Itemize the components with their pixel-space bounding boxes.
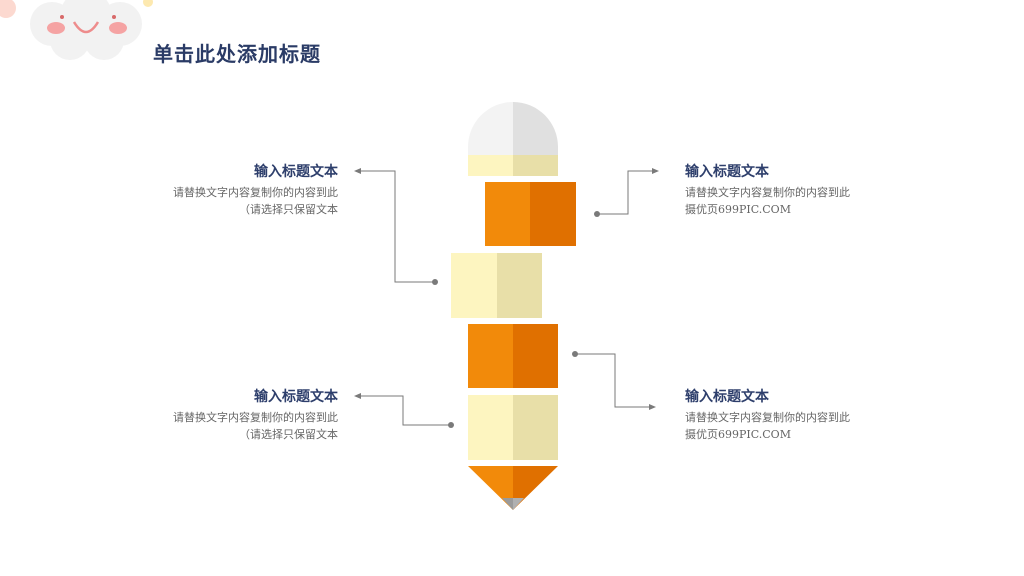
connector-bottom-left <box>358 395 451 426</box>
block-line-2: 摄优页699PIC.COM <box>685 428 791 441</box>
block-line-1: 请替换文字内容复制你的内容到此 <box>173 411 338 424</box>
connector-bottom-right <box>575 353 652 408</box>
pencil-segment-4 <box>468 395 513 460</box>
pencil-segment-1 <box>485 182 530 246</box>
text-block-bottom-right[interactable]: 输入标题文本 请替换文字内容复制你的内容到此 摄优页699PIC.COM <box>685 388 865 443</box>
block-line-1: 请替换文字内容复制你的内容到此 <box>173 186 338 199</box>
block-heading: 输入标题文本 <box>254 164 338 180</box>
block-line-2: （请选择只保留文本 <box>239 203 338 216</box>
block-heading: 输入标题文本 <box>685 389 769 405</box>
pencil-segment-2 <box>451 253 497 318</box>
block-line-1: 请替换文字内容复制你的内容到此 <box>685 411 850 424</box>
pencil-lead <box>502 498 513 510</box>
block-line-2: （请选择只保留文本 <box>239 428 338 441</box>
block-line-2: 摄优页699PIC.COM <box>685 203 791 216</box>
connector-top-left <box>358 170 435 283</box>
pencil-segment-3 <box>468 324 513 388</box>
cloud-cheek-right <box>109 22 127 34</box>
block-heading: 输入标题文本 <box>685 164 769 180</box>
connector-top-right <box>597 170 655 215</box>
page-title[interactable]: 单击此处添加标题 <box>153 42 321 66</box>
cloud-cheek-left <box>47 22 65 34</box>
pencil-tip <box>468 466 513 510</box>
text-block-bottom-left[interactable]: 输入标题文本 请替换文字内容复制你的内容到此 （请选择只保留文本 <box>158 388 338 443</box>
cloud-decoration <box>0 0 153 60</box>
pencil-ferrule <box>468 155 513 176</box>
block-heading: 输入标题文本 <box>254 389 338 405</box>
block-line-1: 请替换文字内容复制你的内容到此 <box>685 186 850 199</box>
text-block-top-right[interactable]: 输入标题文本 请替换文字内容复制你的内容到此 摄优页699PIC.COM <box>685 163 865 218</box>
text-block-top-left[interactable]: 输入标题文本 请替换文字内容复制你的内容到此 （请选择只保留文本 <box>158 163 338 218</box>
pencil-eraser <box>468 102 513 155</box>
